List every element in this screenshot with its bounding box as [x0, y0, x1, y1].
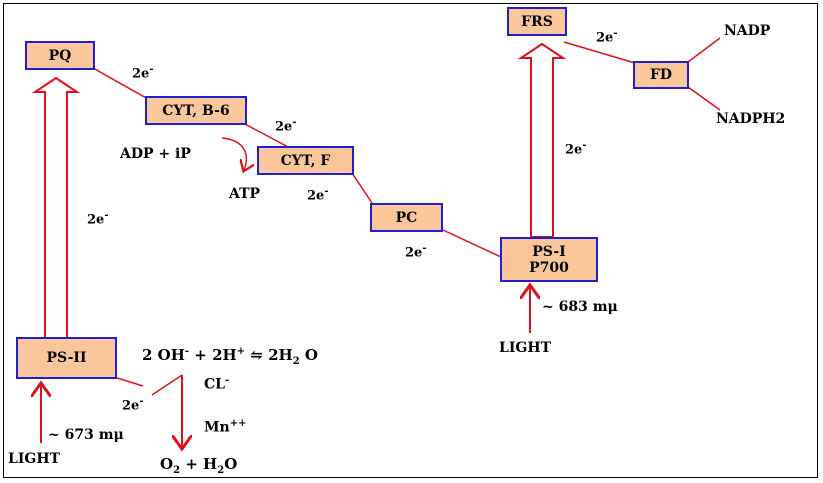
electron-label-pc-ps1: 2e-: [405, 243, 427, 261]
ps2-label: PS-II: [46, 350, 87, 366]
line-cytf-pc: [351, 172, 373, 204]
electron-label-ps2-up: 2e-: [87, 210, 109, 228]
electron-label-frs-fd: 2e-: [596, 28, 618, 46]
ps2-excitation-arrow: [31, 76, 81, 339]
nadph2-label: NADPH2: [716, 111, 786, 127]
cyt-f-box: CYT, F: [257, 146, 354, 175]
ps1-excitation-arrow: [517, 42, 567, 238]
fd-box: FD: [633, 61, 689, 89]
cyt-b6-box: CYT, B-6: [145, 96, 247, 125]
line-water-branch: [151, 374, 183, 396]
water-equation: 2 OH- + 2H+ ⇋ 2H2 O: [142, 346, 318, 367]
cyt-b6-label: CYT, B-6: [162, 102, 230, 119]
frs-label: FRS: [521, 13, 553, 30]
electron-label-cytb6-cytf: 2e-: [275, 117, 297, 135]
electron-label-ps1-up: 2e-: [565, 140, 587, 158]
fd-label: FD: [649, 67, 673, 83]
line-fd-nadph2: [687, 86, 721, 111]
ps1-label: PS-I: [532, 243, 566, 260]
line-ps2-water: [116, 377, 144, 387]
light-ps1-label: LIGHT: [499, 340, 551, 356]
manganese-label: Mn++: [204, 418, 247, 436]
ps1-box: PS-I P700: [500, 237, 598, 282]
line-frs-fd: [563, 41, 636, 64]
electron-label-ps2-water: 2e-: [122, 396, 144, 414]
phosphorylation-arrow: [221, 137, 246, 170]
atp-label: ATP: [229, 186, 261, 202]
products-label: O2 + H2O: [160, 455, 238, 476]
electron-label-cytf-pc: 2e-: [307, 186, 329, 204]
diagram-frame: [3, 3, 818, 478]
ps1-p700-label: P700: [529, 259, 569, 276]
wavelength-ps1-label: ~ 683 mμ: [542, 299, 618, 315]
adp-label: ADP + iP: [120, 146, 191, 162]
frs-box: FRS: [507, 7, 567, 36]
wavelength-ps2-label: ~ 673 mμ: [48, 427, 124, 443]
pc-label: PC: [395, 209, 418, 226]
nadp-label: NADP: [724, 23, 771, 39]
pq-box: PQ: [25, 41, 95, 70]
cyt-f-label: CYT, F: [280, 152, 331, 169]
pc-box: PC: [370, 203, 443, 232]
electron-label-pq-cytb6: 2e-: [132, 64, 154, 82]
line-cytb6-cytf: [242, 122, 293, 150]
line-pq-cytb6: [92, 67, 149, 100]
light-ps2-label: LIGHT: [8, 451, 60, 467]
chloride-label: CL-: [204, 375, 230, 393]
line-fd-nadp: [687, 37, 721, 63]
pq-label: PQ: [48, 47, 72, 64]
line-pc-ps1: [442, 229, 502, 258]
ps2-box: PS-II: [16, 337, 117, 379]
